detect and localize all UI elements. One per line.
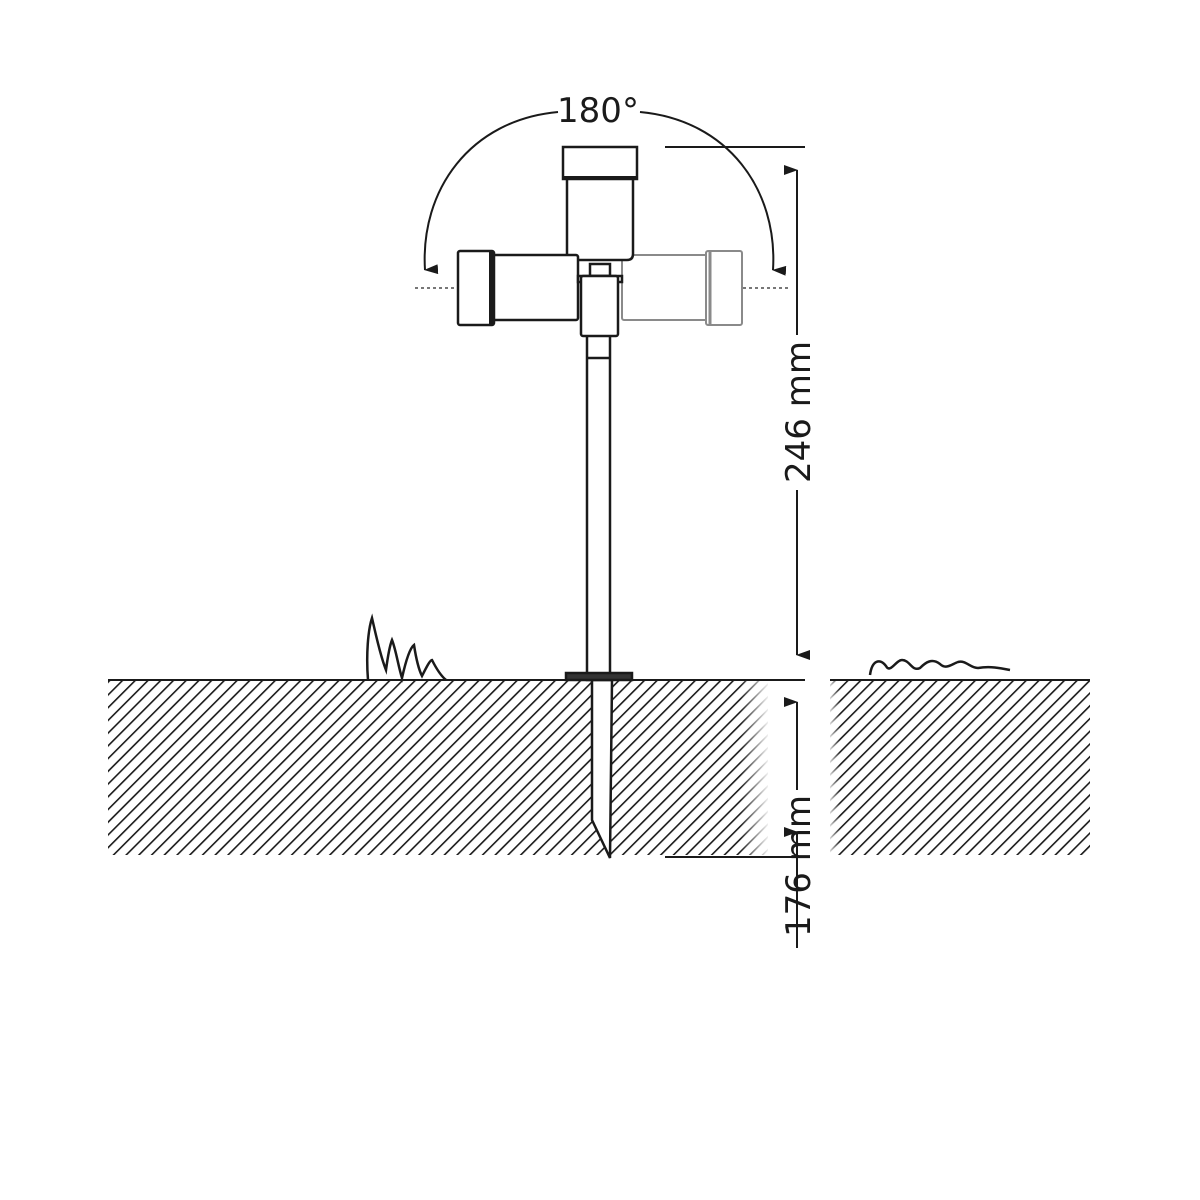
height-label: 246 mm	[779, 341, 819, 483]
depth-label: 176 mm	[779, 795, 819, 937]
rotation-label: 180°	[557, 91, 639, 131]
swivel-joint	[576, 262, 624, 338]
ground	[108, 679, 1090, 855]
lamp-rotated-left	[456, 249, 580, 327]
ground-spike	[564, 333, 634, 859]
rotation-arc-left	[423, 111, 559, 275]
height-dimension: 246 mm	[665, 146, 819, 660]
grass-right	[868, 658, 1011, 676]
lamp-rotated-right	[621, 250, 743, 326]
soil-left	[108, 680, 768, 855]
soil-right	[830, 680, 1090, 855]
grass-left	[365, 613, 447, 683]
rotation-arc-right	[639, 111, 787, 276]
depth-dimension: 176 mm	[665, 697, 819, 937]
lamp-upright	[561, 145, 639, 262]
